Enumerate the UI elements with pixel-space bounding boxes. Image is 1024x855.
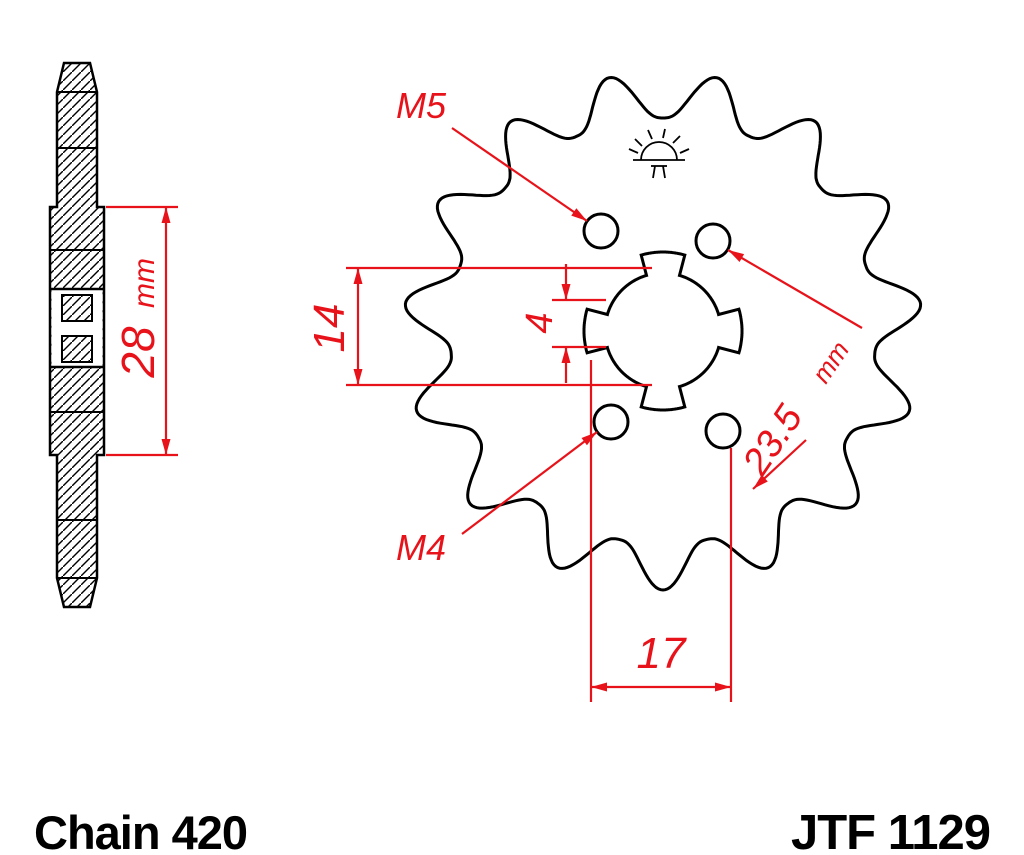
dimension-4: 4 xyxy=(519,264,606,383)
m4-label: M4 xyxy=(396,527,446,568)
dimension-28mm: 28 mm xyxy=(106,205,178,457)
dim-28-value: 28 xyxy=(112,326,164,379)
callout-m5: M5 xyxy=(396,85,588,222)
bolt-hole-top-right xyxy=(694,222,732,260)
callout-m4: M4 xyxy=(396,431,598,568)
dim-28-unit: mm xyxy=(128,258,161,308)
side-view-segment-lines xyxy=(50,91,104,579)
bolt-hole-bottom-left xyxy=(592,403,630,441)
dim-17-value: 17 xyxy=(637,629,687,678)
side-view-spline-block-top xyxy=(61,294,93,322)
dimension-17: 17 xyxy=(589,360,733,702)
dimension-14: 14 xyxy=(305,266,652,387)
bolt-hole-bottom-right xyxy=(704,412,742,450)
sun-mark-icon xyxy=(628,128,690,179)
sprocket-side-view xyxy=(48,61,106,609)
m5-label: M5 xyxy=(396,85,447,126)
dim-14-value: 14 xyxy=(305,304,354,353)
part-number-label: JTF 1129 xyxy=(791,806,990,855)
dim-4-value: 4 xyxy=(519,312,561,333)
side-view-bore-edges xyxy=(50,287,104,369)
splined-bore-outline xyxy=(582,250,744,412)
chain-size-label: Chain 420 xyxy=(34,806,247,855)
sprocket-front-view xyxy=(403,75,923,592)
bolt-hole-top-left xyxy=(582,212,620,250)
side-view-spline-block-bottom xyxy=(61,335,93,363)
